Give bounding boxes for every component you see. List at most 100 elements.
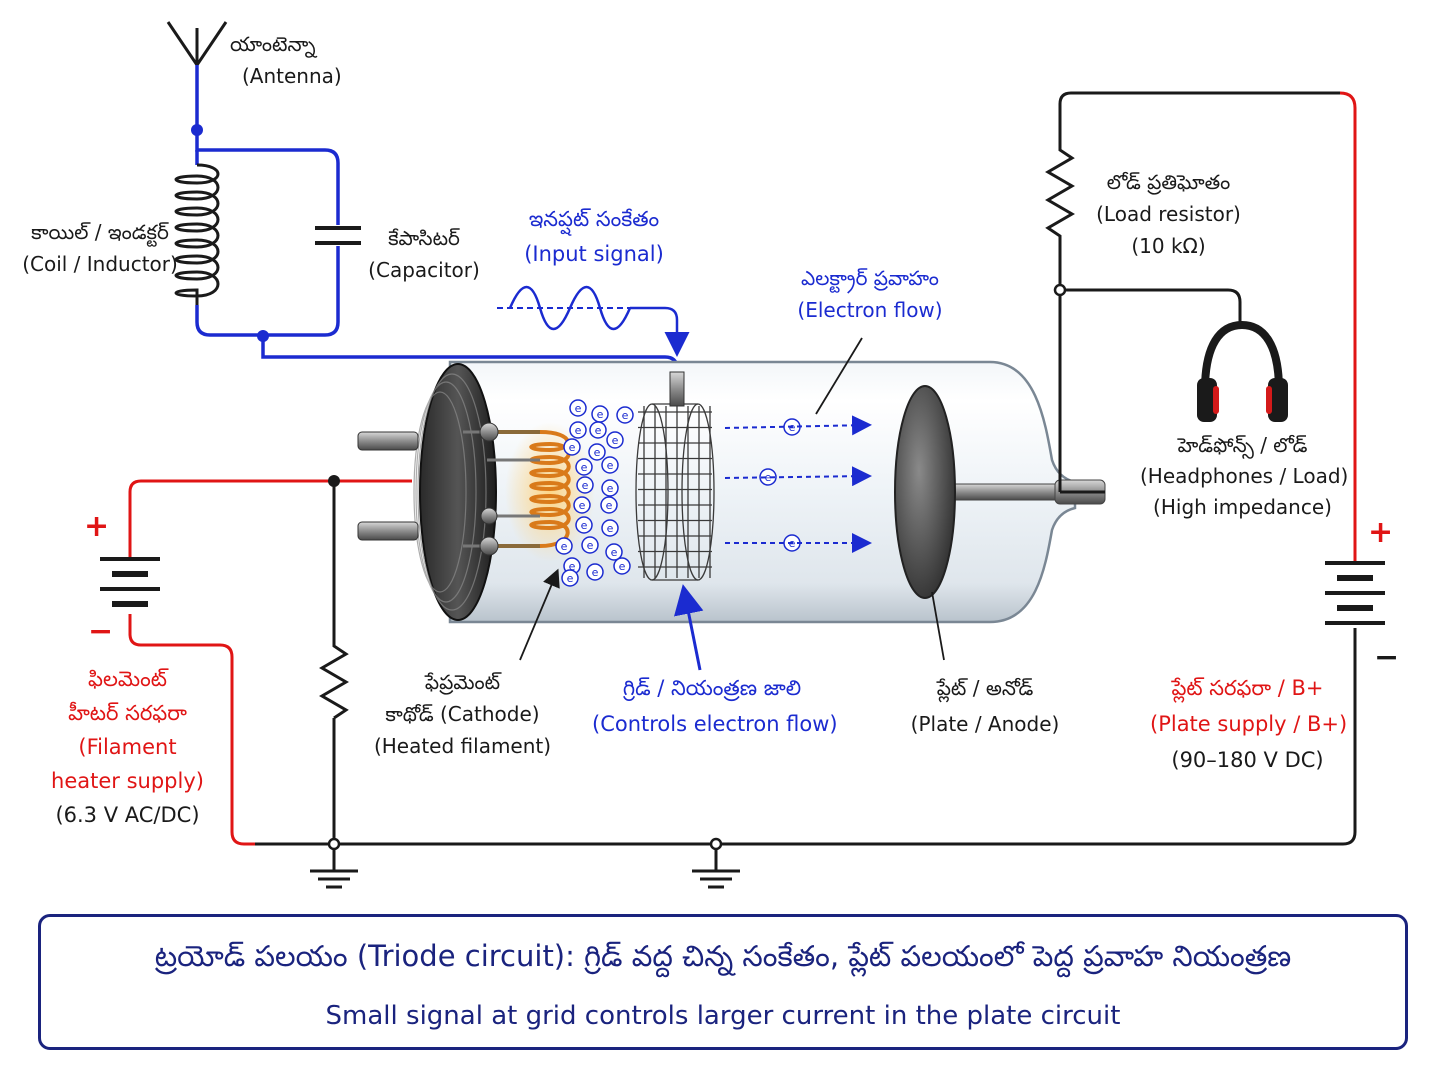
electron-icon: [576, 476, 594, 494]
electron-icon: [573, 496, 591, 514]
filament-supply-en-line1: (Filament: [78, 735, 177, 759]
base-pin-top: [357, 431, 419, 451]
ground-icon-left: [310, 869, 358, 889]
electron-icon: [600, 496, 618, 514]
base-pin-bottom: [357, 521, 419, 541]
electron-symbol: e: [594, 446, 601, 459]
ground-junction-dot-left: [327, 837, 341, 851]
electron-symbol: e: [765, 471, 772, 484]
ground-icon-center: [692, 869, 740, 889]
cathode-label-te: ఫేప్రమెంట్: [424, 670, 501, 694]
electron-symbol: e: [581, 461, 588, 474]
cathode-label-en: (Heated filament): [373, 734, 552, 758]
filament-supply-en-line2: heater supply): [51, 769, 204, 793]
cathode-label-mixed: కాథోడ్ (Cathode): [385, 702, 540, 726]
ground-junction-dot-center: [709, 837, 723, 851]
electron-symbol: e: [592, 566, 599, 579]
filament-supply-te-line2: హీటర్ సరఫరా: [68, 701, 187, 725]
headphones-label-en: (Headphones / Load): [1140, 464, 1349, 488]
grid-label: గ్రిడ్ / నియంత్రణ జాలి (Controls electro…: [592, 670, 838, 742]
electron-symbol: e: [579, 499, 586, 512]
plate-supply-label-en: (Plate supply / B+): [1150, 712, 1348, 736]
electron-icon: [606, 431, 624, 449]
electron-icon: [575, 516, 593, 534]
vacuum-tube: [357, 360, 1106, 624]
electron-flow-label: ఎలక్ట్రార్ ప్రవాహం (Electron flow): [775, 262, 965, 326]
plate-supply-label-te: ప్లేట్ సరఫరా / B+: [1171, 676, 1324, 700]
grid-mesh: [635, 403, 715, 581]
plate-label-te: ప్లేట్ / అనోడ్: [936, 676, 1034, 700]
headphones-label: హెడ్‌ఫోన్స్ / లోడ్ (Headphones / Load) (…: [1140, 430, 1349, 523]
electron-icon: [759, 468, 777, 486]
grid-label-en: (Controls electron flow): [592, 712, 838, 736]
headphones-impedance: (High impedance): [1153, 495, 1332, 519]
electron-flow-label-en: (Electron flow): [797, 298, 943, 322]
antenna-icon: [166, 21, 228, 66]
electron-symbol: e: [607, 522, 614, 535]
electron-symbol: e: [581, 519, 588, 532]
plate-battery-plus: +: [1368, 515, 1394, 550]
electron-icon: [601, 519, 619, 537]
electron-symbol: e: [575, 402, 582, 415]
electron-icon: [589, 421, 607, 439]
grid-terminal: [669, 371, 685, 407]
input-signal-label: ఇనప్షట్ సంకేతం (Input signal): [494, 202, 694, 272]
caption-telugu: ట్రయోడ్ పలయం (Triode circuit): గ్రిడ్ వద…: [154, 939, 1292, 973]
filament-battery-plus: +: [84, 509, 110, 544]
antenna-label-te: యాంటెన్నా: [230, 32, 316, 56]
electron-symbol: e: [575, 424, 582, 437]
electron-icon: [586, 563, 604, 581]
capacitor-label-te: కేపాసిటర్: [388, 226, 460, 250]
plate-battery-minus: −: [1374, 640, 1400, 675]
electron-icon: [555, 537, 573, 555]
electron-flow-label-te: ఎలక్ట్రార్ ప్రవాహం: [801, 266, 939, 290]
plate-battery-icon: [1325, 540, 1385, 640]
headphones-label-te: హెడ్‌ఫోన్స్ / లోడ్: [1177, 433, 1308, 457]
coil-label-te: కాయిల్ / ఇండక్టర్: [31, 220, 169, 244]
filament-junction-dot: [328, 475, 340, 487]
coil-label-en: (Coil / Inductor): [22, 252, 178, 276]
electron-symbol: e: [595, 424, 602, 437]
electron-symbol: e: [587, 539, 594, 552]
electron-icon: [613, 557, 631, 575]
input-signal-label-te: ఇనప్షట్ సంకేతం: [528, 207, 660, 231]
electron-symbol: e: [607, 482, 614, 495]
electron-symbol: e: [607, 459, 614, 472]
tube-base: [419, 363, 497, 621]
electron-symbol: e: [612, 434, 619, 447]
load-resistor-label-en: (Load resistor): [1096, 202, 1241, 226]
antenna-label-en: (Antenna): [242, 64, 342, 88]
electron-symbol: e: [561, 540, 568, 553]
filament-battery-icon: [100, 557, 160, 607]
electron-symbol: e: [619, 560, 626, 573]
electron-symbol: e: [622, 409, 629, 422]
cathode-label: ఫేప్రమెంట్ కాథోడ్ (Cathode) (Heated fila…: [365, 666, 560, 762]
electron-icon: [569, 399, 587, 417]
filament-supply-value: (6.3 V AC/DC): [55, 803, 200, 827]
filament-supply-label: ఫిలమెంట్ హీటర్ సరఫరా (Filament heater su…: [30, 662, 225, 832]
electron-icon: [581, 536, 599, 554]
load-resistor-label-te: లోడ్ ప్రతిఘోతం: [1106, 170, 1231, 194]
electron-icon: [616, 406, 634, 424]
filament-supply-te-line1: ఫిలమెంట్: [88, 667, 167, 691]
electron-icon: [601, 479, 619, 497]
load-resistor-label: లోడ్ ప్రతిఘోతం (Load resistor) (10 kΩ): [1086, 166, 1251, 262]
coil-label: కాయిల్ / ఇండక్టర్ (Coil / Inductor): [20, 216, 180, 280]
capacitor-icon: [315, 226, 361, 245]
electron-symbol: e: [611, 546, 618, 559]
capacitor-label: కేపాసిటర్ (Capacitor): [368, 222, 480, 286]
load-resistor-icon: [1045, 145, 1075, 245]
load-resistor-value: (10 kΩ): [1131, 234, 1206, 258]
plate-label-en: (Plate / Anode): [910, 712, 1060, 736]
caption-box: ట్రయోడ్ పలయం (Triode circuit): గ్రిడ్ వద…: [38, 914, 1408, 1050]
tank-junction-dot: [257, 330, 269, 342]
plate-pointer: [931, 591, 945, 661]
electron-icon: [588, 443, 606, 461]
electron-symbol: e: [597, 408, 604, 421]
plate-supply-value: (90–180 V DC): [1171, 748, 1324, 772]
electron-symbol: e: [567, 572, 574, 585]
headphones-icon: [1197, 320, 1288, 422]
filament-battery-minus: −: [88, 614, 114, 649]
